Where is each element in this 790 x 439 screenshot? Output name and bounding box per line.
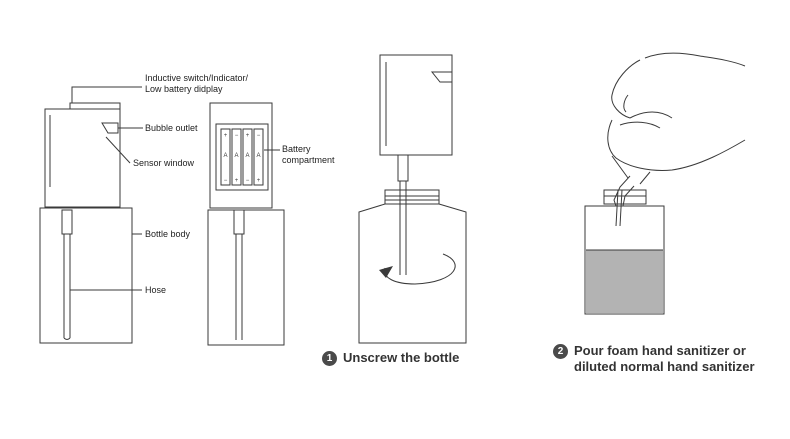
battery-plus-mark: + xyxy=(246,133,250,139)
battery-cell-mark: A xyxy=(245,153,249,159)
label-hose: Hose xyxy=(145,285,167,295)
pour-bottle-neck xyxy=(603,189,647,205)
hand-finger xyxy=(629,111,673,119)
battery-plus-mark: + xyxy=(224,133,228,139)
step-2-caption: 2 Pour foam hand sanitizer or diluted no… xyxy=(553,343,755,375)
battery-cell-mark: A xyxy=(234,153,238,159)
label-switch-line2: Low battery didplay xyxy=(145,84,223,94)
battery-cell xyxy=(231,128,242,186)
bottle-neck-thread xyxy=(384,189,440,205)
hand-outline-top xyxy=(644,52,746,67)
hose-end xyxy=(63,337,71,340)
battery-plus-mark: + xyxy=(257,178,261,184)
step-1-caption: 1 Unscrew the bottle xyxy=(322,350,459,366)
hand-outline-thumb xyxy=(611,59,641,119)
step-1-badge: 1 xyxy=(322,351,337,366)
label-sensor-window: Sensor window xyxy=(133,158,195,168)
leader-switch xyxy=(71,86,142,103)
pour-stream xyxy=(619,189,623,227)
unscrew-figure xyxy=(358,54,467,344)
battery-minus-mark: − xyxy=(224,178,228,184)
dispenser-head xyxy=(44,108,121,208)
pour-bottle-body xyxy=(584,205,665,315)
battery-compartment xyxy=(215,123,269,191)
label-battery-compartment: Battery compartment xyxy=(282,144,335,166)
battery-cell xyxy=(220,128,231,186)
step-2-text: Pour foam hand sanitizer or diluted norm… xyxy=(574,343,755,375)
leader-sensor xyxy=(105,136,131,164)
back-bottle-body xyxy=(207,209,285,346)
label-battery-line1: Battery xyxy=(282,144,311,154)
dispenser-side-view xyxy=(39,86,143,344)
lifted-nozzle xyxy=(430,71,453,83)
step-2-line1: Pour foam hand sanitizer or xyxy=(574,343,746,358)
battery-cell xyxy=(253,128,264,186)
bubble-outlet-nozzle xyxy=(101,122,119,134)
hose-connector xyxy=(61,209,73,235)
battery-minus-mark: − xyxy=(257,133,261,139)
lifted-head xyxy=(379,54,453,156)
hand-finger xyxy=(619,121,661,129)
label-bubble-outlet: Bubble outlet xyxy=(145,123,198,133)
bottle-body xyxy=(39,207,133,344)
rotation-arrow xyxy=(384,253,456,285)
step-2-badge: 2 xyxy=(553,344,568,359)
battery-minus-mark: − xyxy=(246,178,250,184)
battery-minus-mark: − xyxy=(235,133,239,139)
step-1-text: Unscrew the bottle xyxy=(343,350,459,366)
dispenser-back-view xyxy=(207,102,285,346)
label-inductive-switch: Inductive switch/Indicator/ Low battery … xyxy=(145,73,248,95)
liquid-fill xyxy=(586,250,663,313)
pour-stream xyxy=(615,189,619,227)
rotation-arrowhead xyxy=(379,266,393,278)
open-bottle-body xyxy=(358,203,467,344)
step-2-line2: diluted normal hand sanitizer xyxy=(574,359,755,374)
top-cap xyxy=(69,102,121,110)
battery-cell xyxy=(242,128,253,186)
bottle-grip-lines xyxy=(611,155,651,185)
hand-fingernail xyxy=(623,94,629,113)
battery-cell-mark: A xyxy=(256,153,260,159)
battery-plus-mark: + xyxy=(235,178,239,184)
battery-cell-mark: A xyxy=(223,153,227,159)
battery-marks: + − + − A A A A − + − + xyxy=(223,133,260,184)
pour-spout xyxy=(613,175,635,207)
back-hose-connector xyxy=(233,209,245,235)
label-battery-line2: compartment xyxy=(282,155,335,165)
back-head xyxy=(209,102,273,209)
lifted-connector xyxy=(397,154,409,182)
step-1-line1: Unscrew the bottle xyxy=(343,350,460,365)
pour-figure xyxy=(584,52,746,315)
label-switch-line1: Inductive switch/Indicator/ xyxy=(145,73,249,83)
hand-outline-palm xyxy=(607,119,746,171)
label-bottle-body: Bottle body xyxy=(145,229,191,239)
